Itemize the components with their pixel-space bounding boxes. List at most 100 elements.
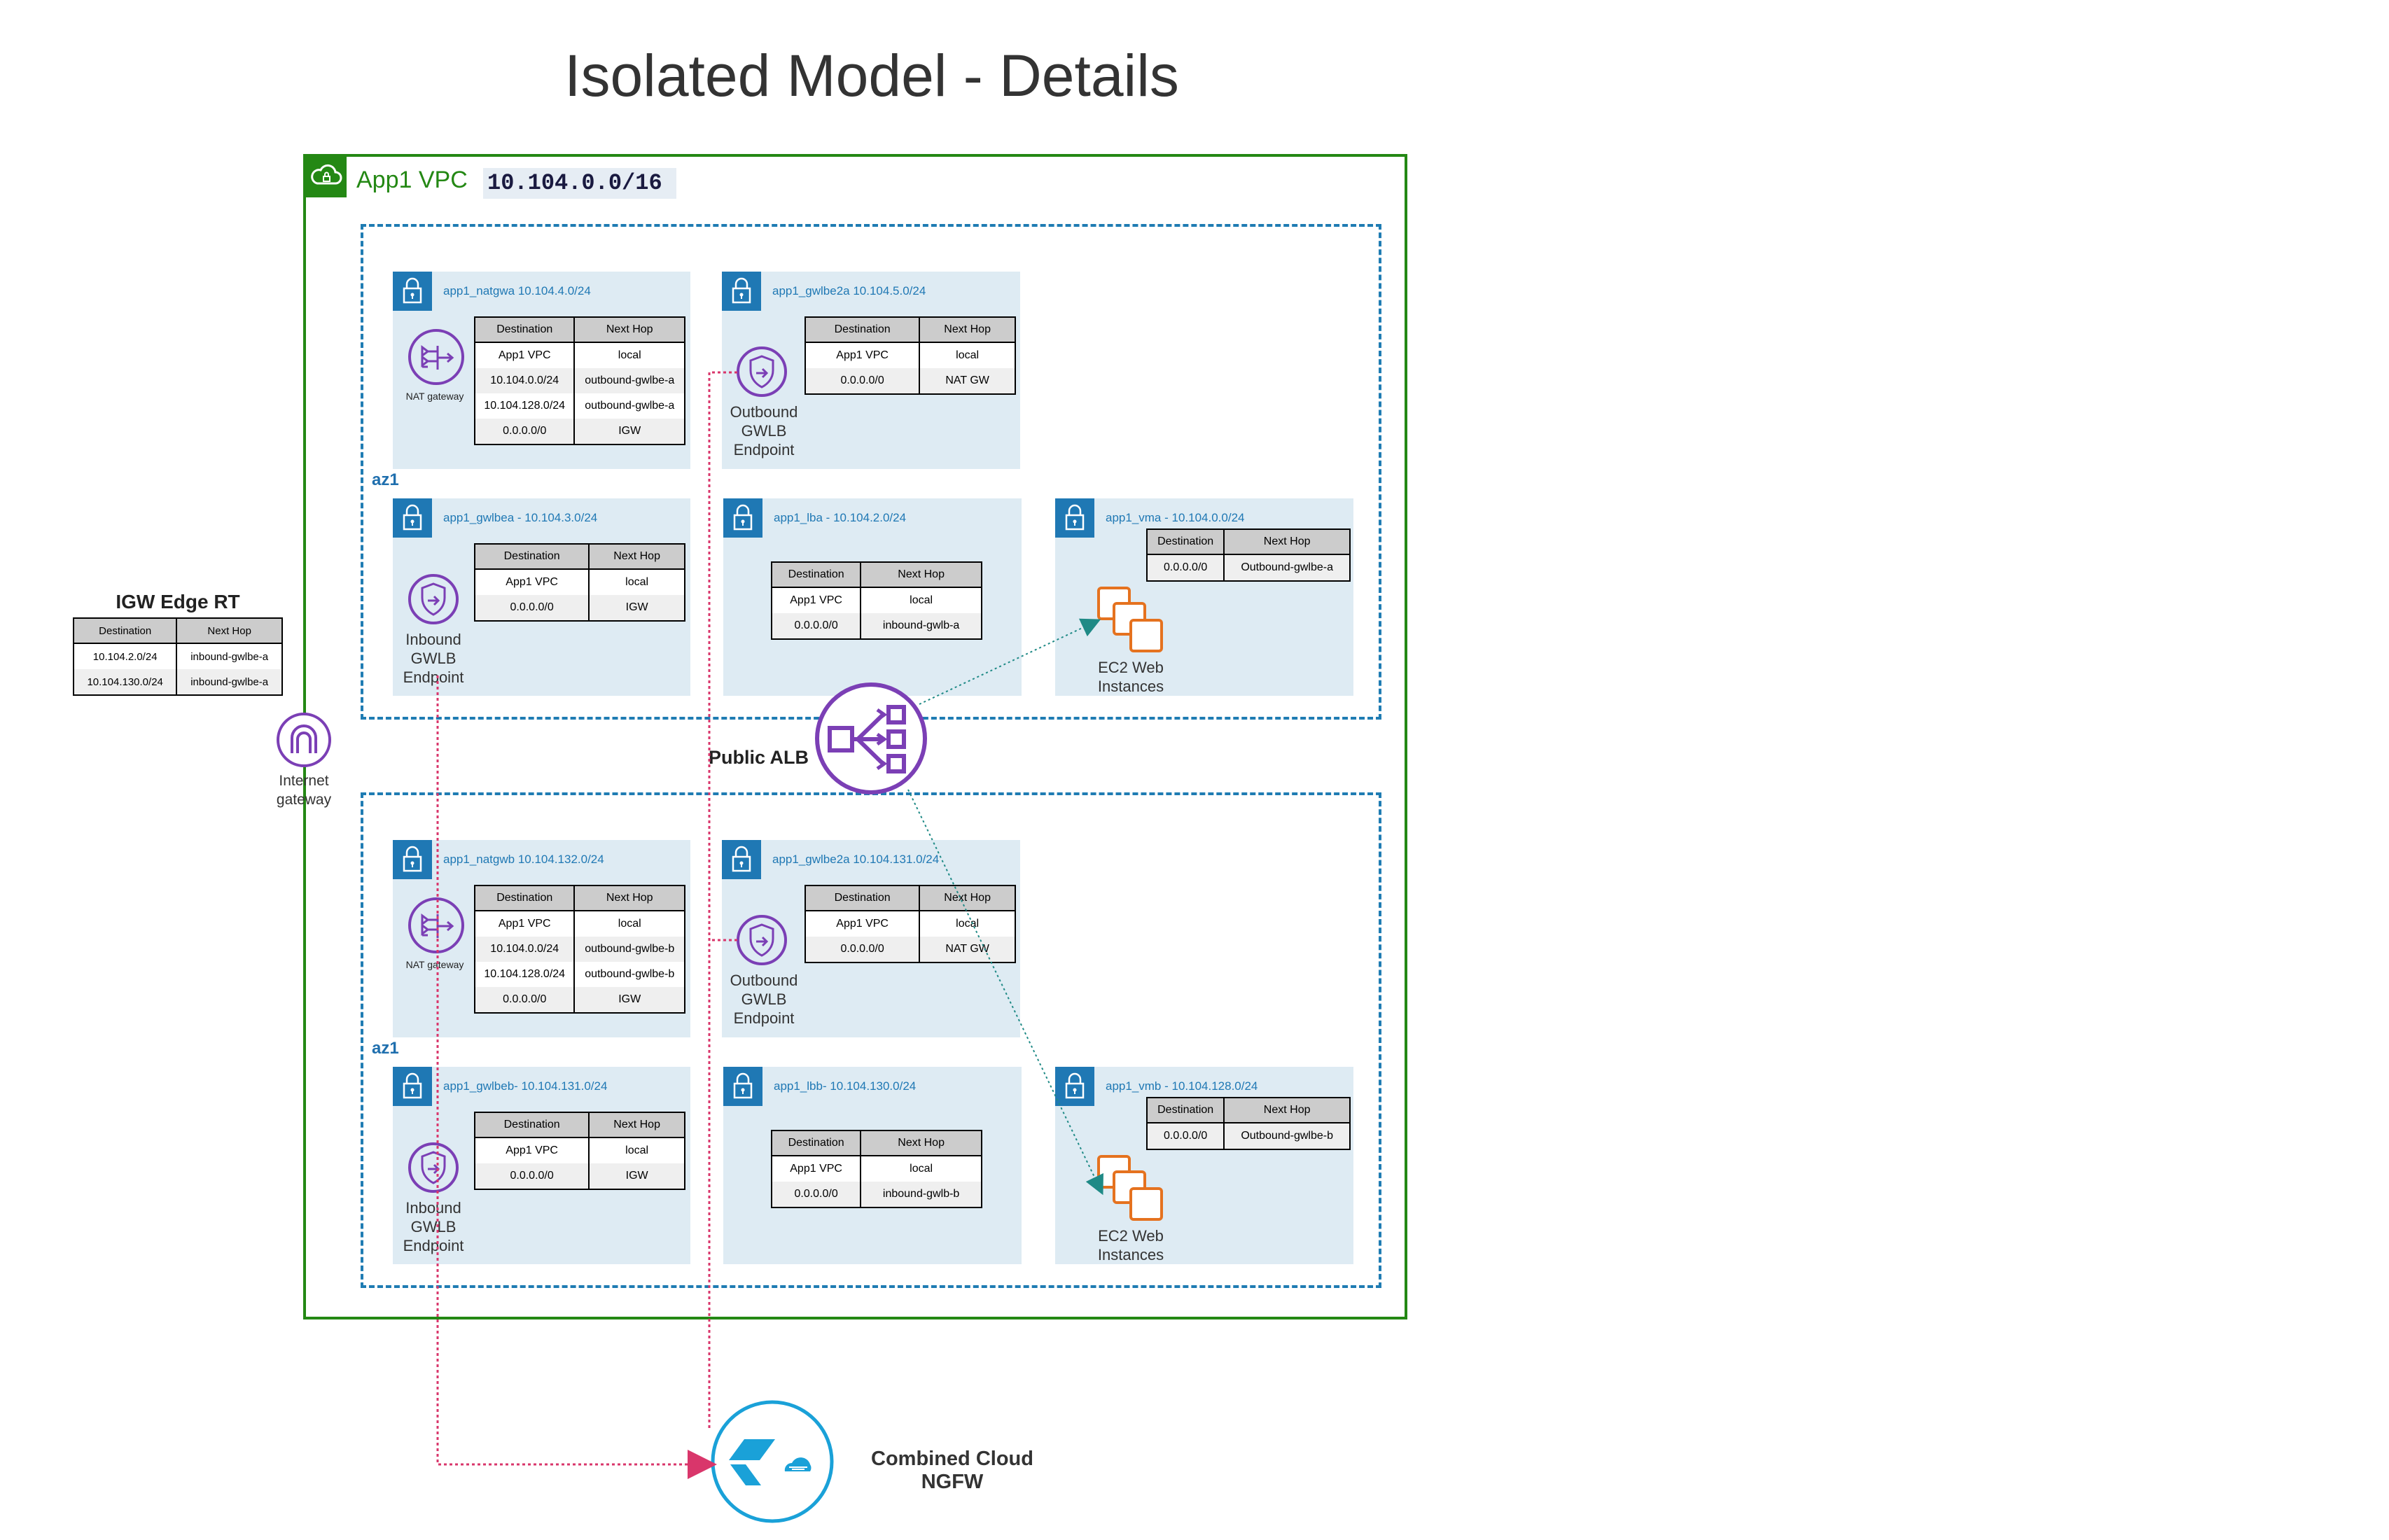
cell: 0.0.0.0/0 (473, 419, 576, 444)
nat-gateway-label: NAT gateway (405, 959, 464, 970)
label-line: Outbound (730, 972, 798, 989)
az-bottom-label: az1 (372, 1039, 399, 1058)
cell: local (588, 569, 685, 595)
col-destination: Destination (473, 885, 576, 911)
cell: Outbound-gwlbe-a (1223, 554, 1351, 581)
lock-icon (393, 272, 432, 311)
cell: 0.0.0.0/0 (1145, 554, 1225, 581)
ngfw-label: Combined Cloud NGFW (840, 1448, 1064, 1494)
cell: App1 VPC (804, 342, 921, 368)
label-line: EC2 Web (1098, 659, 1164, 676)
lock-icon (722, 840, 761, 879)
col-next-hop: Next Hop (860, 561, 982, 588)
col-next-hop: Next Hop (588, 1112, 685, 1138)
label-line: gateway (276, 792, 332, 808)
lock-icon (393, 1067, 432, 1106)
col-next-hop: Next Hop (919, 316, 1016, 343)
application-load-balancer-icon (814, 682, 928, 799)
ec2-instances-label: EC2 Web Instances (1082, 658, 1180, 696)
col-destination: Destination (804, 885, 921, 911)
cell: 0.0.0.0/0 (804, 368, 921, 394)
label-line: GWLB (410, 1218, 457, 1236)
cell: 10.104.128.0/24 (473, 393, 576, 419)
label-line: Endpoint (403, 1237, 464, 1254)
label-line: Endpoint (733, 441, 795, 458)
inbound-gwlb-endpoint-label: Inbound GWLB Endpoint (384, 1198, 482, 1255)
cell: 0.0.0.0/0 (770, 613, 862, 639)
cell: local (919, 342, 1016, 368)
label-line: GWLB (741, 990, 787, 1008)
diagram-title: Isolated Model - Details (564, 43, 1179, 108)
col-next-hop: Next Hop (919, 885, 1016, 911)
col-next-hop: Next Hop (1223, 1097, 1351, 1124)
internet-gateway-icon (275, 711, 333, 772)
vpc-cidr: 10.104.0.0/16 (483, 168, 676, 199)
cell: inbound-gwlbe-a (176, 643, 283, 669)
ec2-instances-icon (1096, 585, 1166, 659)
lock-icon (393, 498, 432, 538)
subnet-name: app1_vmb - 10.104.128.0/24 (1106, 1079, 1258, 1093)
cell: 0.0.0.0/0 (473, 987, 576, 1013)
cell: outbound-gwlbe-a (573, 368, 685, 393)
flow-line-alb-vma (919, 618, 1101, 705)
cell: NAT GW (919, 368, 1016, 394)
subnet-name: app1_lbb- 10.104.130.0/24 (774, 1079, 917, 1093)
cell: 0.0.0.0/0 (804, 937, 921, 962)
cell: App1 VPC (770, 1156, 862, 1182)
subnet-name: app1_gwlbe2a 10.104.5.0/24 (772, 284, 926, 298)
col-destination: Destination (1145, 1097, 1225, 1124)
label-line: GWLB (741, 422, 787, 440)
lock-icon (393, 840, 432, 879)
cell: 10.104.128.0/24 (473, 962, 576, 987)
outbound-gwlb-endpoint-label: Outbound GWLB Endpoint (715, 971, 813, 1028)
col-destination: Destination (72, 617, 178, 644)
flow-line-alb-vmb (907, 789, 1103, 1196)
cell: 10.104.130.0/24 (72, 669, 178, 695)
cell: local (573, 911, 685, 937)
lock-icon (722, 272, 761, 311)
label-line: Endpoint (733, 1009, 795, 1027)
col-next-hop: Next Hop (573, 316, 685, 343)
inbound-gwlb-endpoint-label: Inbound GWLB Endpoint (384, 630, 482, 687)
cell: 0.0.0.0/0 (473, 595, 590, 621)
cell: local (919, 911, 1016, 937)
col-destination: Destination (1145, 528, 1225, 555)
lock-icon (1055, 1067, 1094, 1106)
subnet-name: app1_gwlbe2a 10.104.131.0/24 (772, 853, 940, 866)
vpc-cloud-icon (306, 157, 347, 197)
cell: 10.104.0.0/24 (473, 937, 576, 962)
subnet-name: app1_lba - 10.104.2.0/24 (774, 511, 907, 524)
label-line: Inbound (405, 631, 461, 648)
gwlb-endpoint-icon (407, 1141, 460, 1198)
vpc-label: App1 VPC (356, 167, 468, 193)
label-line: Instances (1097, 1246, 1164, 1264)
subnet-name: app1_vma - 10.104.0.0/24 (1106, 511, 1245, 524)
nat-gateway-label: NAT gateway (405, 391, 464, 402)
label-line: Instances (1097, 678, 1164, 695)
ec2-instances-label: EC2 Web Instances (1082, 1226, 1180, 1264)
cell: App1 VPC (473, 911, 576, 937)
cell: local (860, 587, 982, 613)
cell: IGW (588, 595, 685, 621)
cell: IGW (588, 1163, 685, 1189)
subnet-name: app1_gwlbea - 10.104.3.0/24 (443, 511, 598, 524)
label-line: NGFW (921, 1471, 984, 1493)
gwlb-endpoint-icon (735, 913, 788, 970)
col-next-hop: Next Hop (1223, 528, 1351, 555)
label-line: Internet (279, 773, 329, 789)
cell: local (860, 1156, 982, 1182)
cell: App1 VPC (804, 911, 921, 937)
gwlb-endpoint-icon (407, 573, 460, 629)
igw-edge-rt-title: IGW Edge RT (116, 591, 240, 612)
cell: Outbound-gwlbe-b (1223, 1123, 1351, 1149)
col-destination: Destination (473, 1112, 590, 1138)
ec2-instances-icon (1096, 1154, 1166, 1227)
flow-line-outbound-top (708, 371, 737, 1428)
internet-gateway-label: Internet gateway (255, 771, 353, 809)
